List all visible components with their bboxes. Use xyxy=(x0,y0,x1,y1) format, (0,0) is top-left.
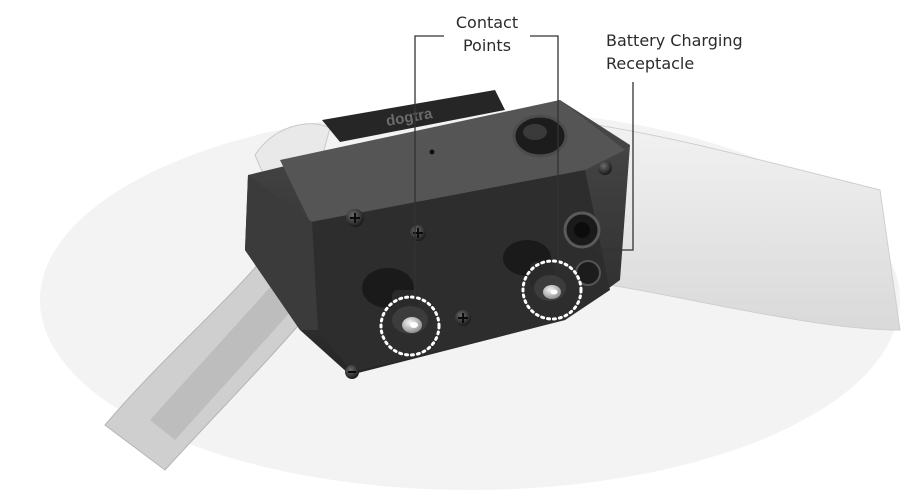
logo-pad xyxy=(322,90,505,142)
collar-strap-right xyxy=(559,119,901,331)
battery-receptacle-line1: Battery Charging xyxy=(606,31,743,50)
indicator-led xyxy=(429,149,435,155)
contact-points-label: Contact Points xyxy=(430,11,544,57)
screw xyxy=(455,310,471,326)
contact-points-line2: Points xyxy=(462,36,512,55)
screw xyxy=(598,161,612,175)
battery-charging-receptacle xyxy=(563,211,601,286)
battery-receptacle-line2: Receptacle xyxy=(606,54,695,73)
contact-leader-right xyxy=(530,35,559,268)
highlight-ring-left xyxy=(379,295,441,357)
screw xyxy=(410,225,426,241)
contact-leader-left xyxy=(414,35,444,300)
highlight-ring-right xyxy=(521,259,583,321)
screw xyxy=(345,365,359,379)
battery-receptacle-label: Battery Charging Receptacle xyxy=(606,29,743,75)
screw xyxy=(346,209,364,227)
contact-points-line1: Contact xyxy=(455,13,519,32)
contact-point-right xyxy=(503,240,566,301)
receiver-side-face xyxy=(245,175,318,330)
battery-leader xyxy=(596,82,634,251)
receiver-front-face xyxy=(312,170,610,372)
strap-inner-band xyxy=(150,265,310,440)
